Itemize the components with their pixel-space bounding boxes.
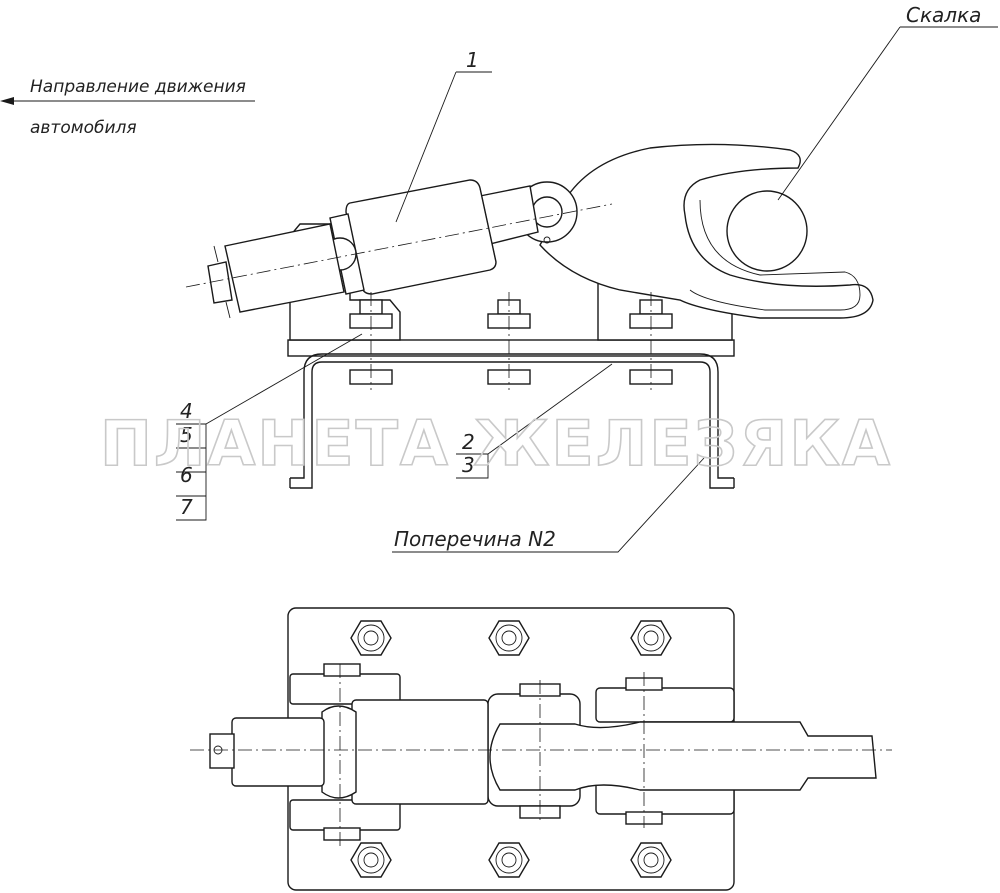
fitting-pin (213, 245, 231, 319)
pos23-leader (456, 363, 613, 479)
pos6-label: 6 (180, 463, 193, 487)
pos4-label: 4 (180, 399, 193, 423)
rear-fitting (207, 261, 233, 304)
side-view (185, 143, 874, 489)
direction-label-line1: Направление движения (30, 77, 246, 97)
hook-inner-slot (689, 199, 861, 311)
watermark: ПЛАНЕТА ЖЕЛЕЗЯКА (100, 407, 892, 480)
mounting-nuts (350, 620, 672, 878)
left-yoke-bottom-bolt (323, 827, 361, 841)
left-yoke-top-bolt (323, 663, 361, 677)
pos2-label: 2 (462, 430, 475, 454)
pos7-label: 7 (180, 495, 193, 519)
direction-arrow (0, 97, 255, 105)
cylinder-barrel (345, 179, 497, 295)
direction-label-line2: автомобиля (30, 118, 137, 138)
cylinder-axis (185, 203, 613, 288)
pos1-label: 1 (466, 48, 479, 72)
cylinder-rear-plan (231, 717, 325, 787)
cylinder-body-plan (351, 699, 489, 805)
pos3-label: 3 (462, 453, 475, 477)
base-plate (287, 339, 735, 357)
plan-cross-axes (339, 664, 645, 846)
skalka-label: Скалка (906, 3, 981, 27)
plan-view (190, 607, 892, 891)
skalka-roller (726, 190, 808, 272)
pos-stack-left (176, 333, 363, 521)
poperechina-leader (392, 457, 705, 553)
poperechina-label: Поперечина N2 (394, 527, 556, 551)
right-yoke-top (595, 687, 735, 723)
pos1-leader (395, 71, 492, 223)
cylinder-clamp-plan (321, 705, 357, 799)
clevis-grease-icon (543, 236, 551, 244)
hook-lever (539, 143, 874, 319)
barrel-edge (479, 187, 497, 263)
hook-bar-plan (489, 721, 877, 791)
crossmember-profile (289, 353, 735, 489)
bolt-group-side (349, 292, 673, 390)
pos5-label: 5 (180, 423, 193, 447)
skalka-leader (777, 26, 998, 201)
